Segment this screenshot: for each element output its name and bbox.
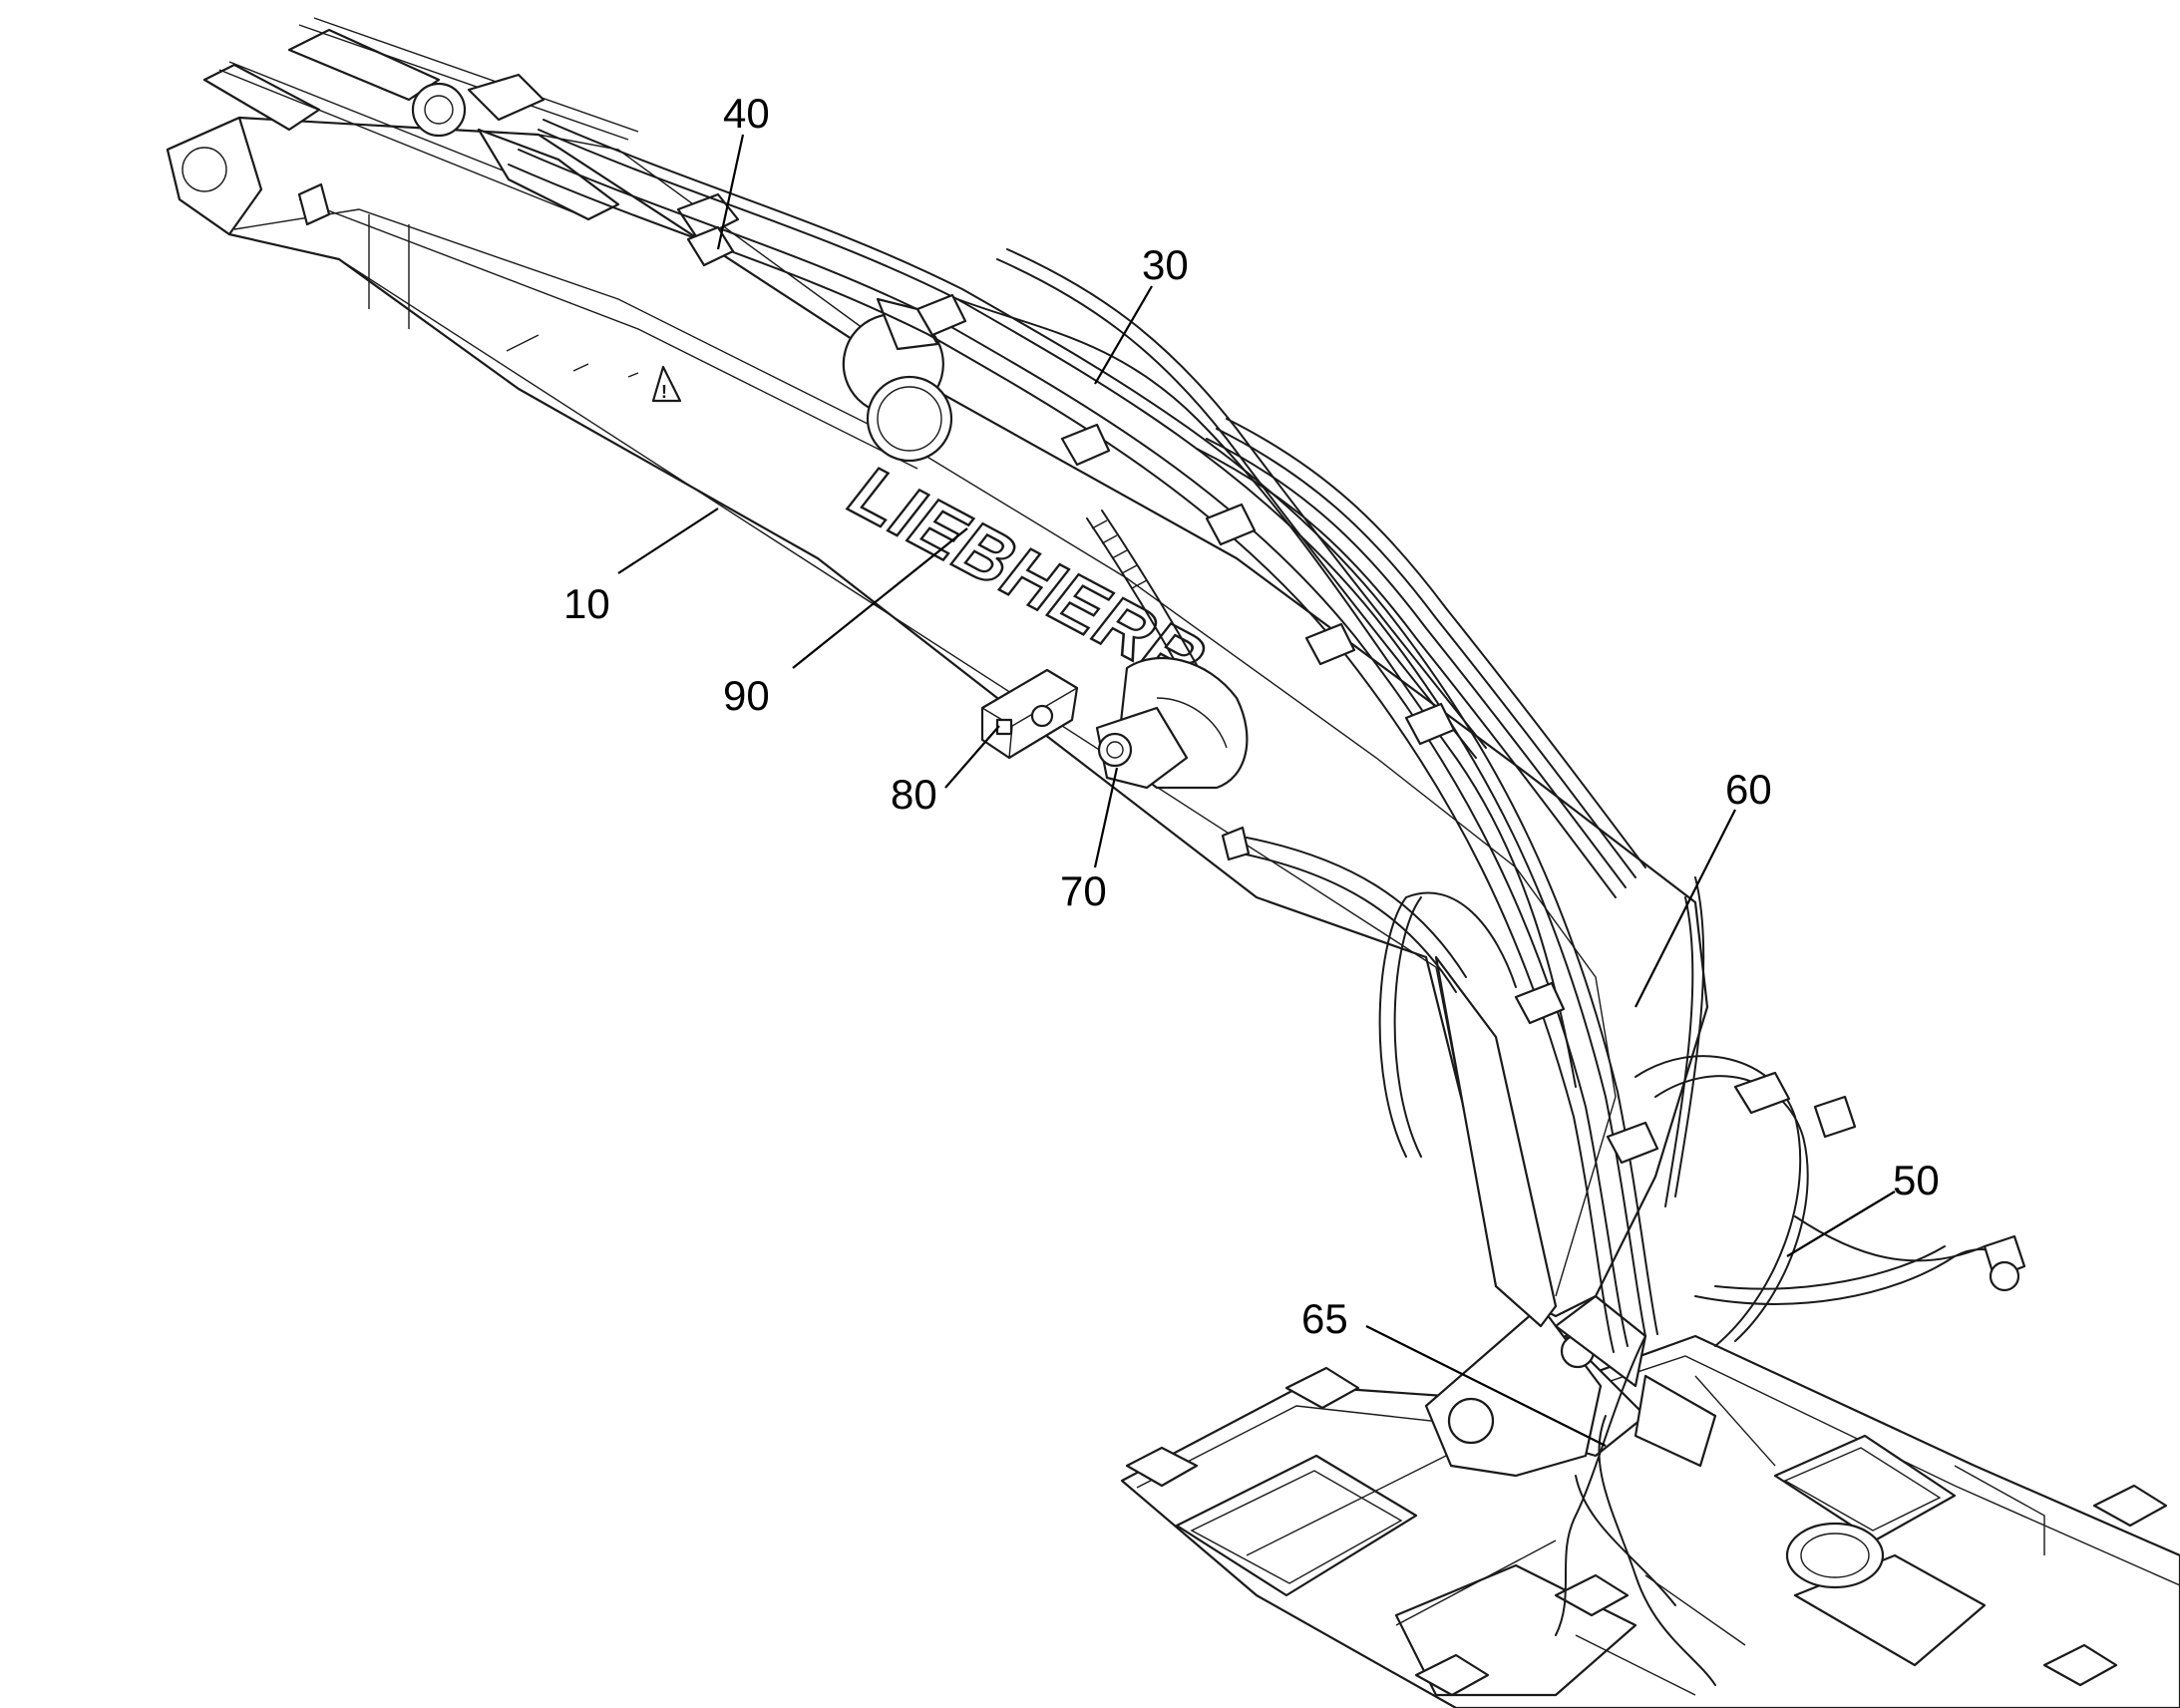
callout-10: 10 — [563, 580, 610, 627]
hose-clamps — [686, 225, 1857, 1165]
svg-text:!: ! — [661, 382, 667, 402]
callout-40: 40 — [723, 90, 770, 137]
boom-cylinders — [202, 17, 939, 351]
callout-60: 60 — [1725, 766, 1772, 813]
callout-labels: 10 30 40 50 60 65 70 80 90 — [563, 90, 1940, 1342]
callout-80: 80 — [891, 771, 937, 818]
main-boom: ! — [166, 116, 1709, 1328]
callout-70: 70 — [1060, 867, 1107, 914]
callout-30: 30 — [1142, 241, 1189, 288]
boom-foot-bracket — [1424, 1294, 1647, 1478]
leader-lines — [617, 134, 1896, 1447]
callout-90: 90 — [723, 672, 770, 719]
callout-65: 65 — [1301, 1295, 1348, 1342]
guard-hood — [1095, 656, 1249, 790]
base-frame — [1120, 1334, 2180, 1708]
callout-50: 50 — [1893, 1157, 1940, 1203]
hose-bundle — [508, 119, 2026, 1686]
